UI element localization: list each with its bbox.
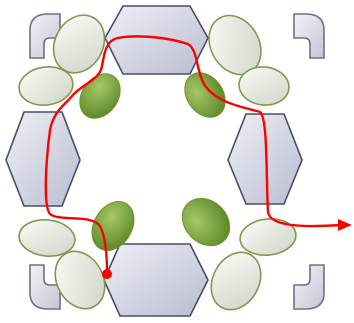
green-oval-top-left — [71, 66, 128, 126]
ring-link-bottom-right — [294, 265, 324, 309]
hexagon-top — [105, 6, 208, 74]
hexagon-left — [6, 112, 80, 206]
oval-bottom-right-upper — [238, 216, 297, 258]
pathway-arrowhead — [338, 219, 352, 231]
pathway-start-dot — [102, 269, 112, 279]
hexagon-bottom — [104, 244, 208, 316]
ring-link-top-right — [294, 14, 324, 58]
